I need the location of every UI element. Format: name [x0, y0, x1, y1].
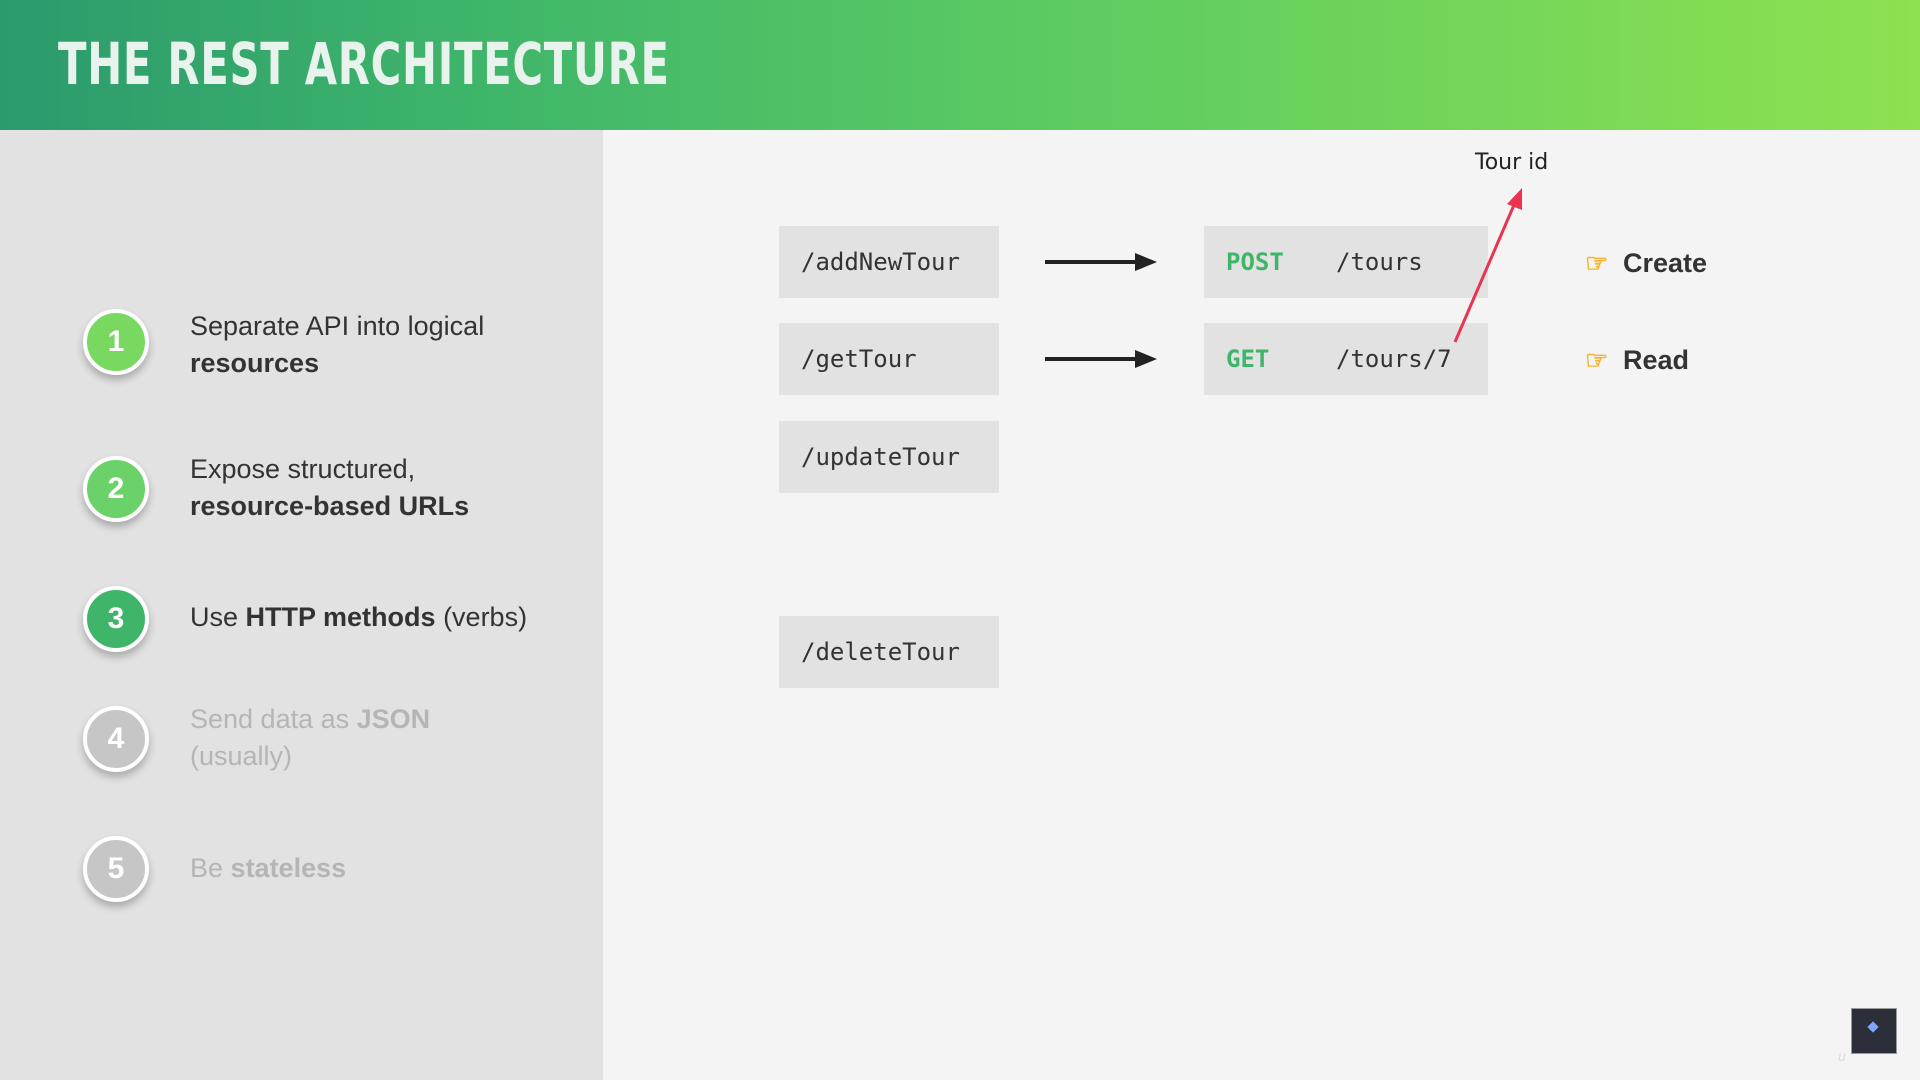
step-text-plain: Expose structured,: [190, 454, 416, 484]
step-number-badge: 5: [83, 836, 149, 902]
pointing-hand-icon: ☞: [1585, 248, 1609, 278]
watermark-logo: u: [1838, 1048, 1846, 1064]
step-text-prefix: Be: [190, 853, 224, 883]
step-text-plain: Separate API into logical: [190, 311, 485, 341]
page-title: THE REST ARCHITECTURE: [58, 30, 670, 98]
http-method: GET: [1226, 345, 1270, 373]
step-number-badge: 2: [83, 456, 149, 522]
step-text-bold: resources: [190, 348, 320, 378]
step-text-suffix: (usually): [190, 741, 293, 771]
step-text: Be stateless: [190, 850, 600, 887]
new-route-get-tour-by-id: GET/tours/7: [1204, 323, 1488, 395]
channel-logo: [1851, 1008, 1897, 1054]
step-text-bold: resource-based URLs: [190, 491, 470, 521]
step-text-prefix: Use: [190, 602, 239, 632]
tour-id-annotation: Tour id: [1475, 150, 1549, 175]
step-text: Separate API into logical resources: [190, 308, 600, 382]
http-method: POST: [1226, 248, 1284, 276]
old-route-get-tour: /getTour: [779, 323, 999, 395]
logo-mark-icon: [1867, 1021, 1879, 1033]
step-number-badge: 3: [83, 586, 149, 652]
old-route-delete-tour: /deleteTour: [779, 616, 999, 688]
crud-read: ☞ Read: [1585, 340, 1689, 380]
step-text-bold: JSON: [356, 704, 431, 734]
step-text: Send data as JSON (usually): [190, 701, 600, 775]
route-path: /tours: [1336, 248, 1423, 276]
route-path: /tours/7: [1336, 345, 1452, 373]
old-route-add-new-tour: /addNewTour: [779, 226, 999, 298]
step-number-badge: 1: [83, 309, 149, 375]
step-text: Expose structured, resource-based URLs: [190, 451, 600, 525]
header-bar: THE REST ARCHITECTURE: [0, 0, 1920, 130]
step-text-suffix: (verbs): [443, 602, 528, 632]
old-route-update-tour: /updateTour: [779, 421, 999, 493]
step-text: Use HTTP methods (verbs): [190, 599, 600, 636]
annotation-arrow-icon: [1453, 188, 1522, 343]
right-arrow-icon: [1045, 253, 1157, 271]
step-text-bold: HTTP methods: [245, 602, 436, 632]
crud-label: Create: [1623, 248, 1708, 278]
right-arrow-icon: [1045, 350, 1157, 368]
new-route-post-tours: POST/tours: [1204, 226, 1488, 298]
step-text-bold: stateless: [230, 853, 347, 883]
pointing-hand-icon: ☞: [1585, 345, 1609, 375]
step-number-badge: 4: [83, 706, 149, 772]
crud-label: Read: [1623, 345, 1690, 375]
crud-create: ☞ Create: [1585, 243, 1707, 283]
step-text-prefix: Send data as: [190, 704, 350, 734]
